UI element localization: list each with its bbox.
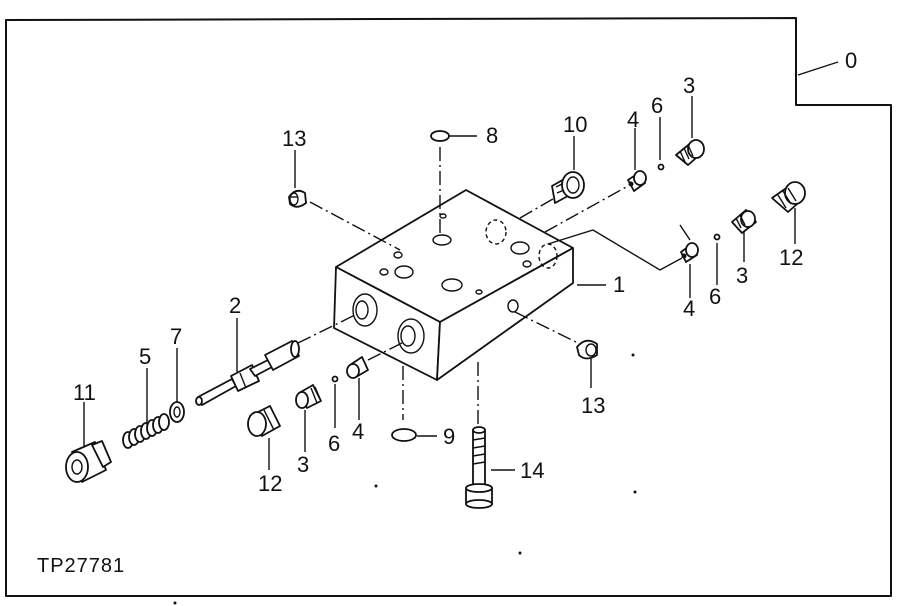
callout-14: 14 xyxy=(520,458,544,483)
ball-6-mid-right xyxy=(713,233,721,241)
valve-body xyxy=(333,189,574,381)
plug-12-lower xyxy=(247,405,281,437)
callout-4-mid: 4 xyxy=(683,296,695,321)
plug-3-top xyxy=(675,139,705,166)
callout-8: 8 xyxy=(486,123,498,148)
callout-2: 2 xyxy=(229,293,241,318)
plug-13-top xyxy=(288,189,307,208)
callout-12-right: 12 xyxy=(779,245,803,270)
o-ring-bottom xyxy=(391,428,417,442)
plug-12-right xyxy=(771,181,806,213)
callout-6-top: 6 xyxy=(651,93,663,118)
figure-reference: TP27781 xyxy=(37,555,125,577)
callout-4-top: 4 xyxy=(627,107,639,132)
bolt-14 xyxy=(465,426,493,509)
callout-9: 9 xyxy=(443,424,455,449)
callout-3-top: 3 xyxy=(683,73,695,98)
end-cap-11 xyxy=(65,440,112,483)
callout-12-lower: 12 xyxy=(258,471,282,496)
sleeve-4-top xyxy=(627,170,647,192)
callout-10: 10 xyxy=(563,112,587,137)
callout-4-lower: 4 xyxy=(352,419,364,444)
diagram-frame xyxy=(5,17,892,597)
sleeve-4-mid-right xyxy=(680,242,699,263)
callout-1: 1 xyxy=(613,272,625,297)
callout-6-lower: 6 xyxy=(328,431,340,456)
callout-7: 7 xyxy=(170,324,182,349)
plug-3-lower xyxy=(295,384,322,409)
spring-5 xyxy=(122,413,170,449)
callout-5: 5 xyxy=(139,344,151,369)
callout-3-mid: 3 xyxy=(736,263,748,288)
callout-6-mid: 6 xyxy=(709,284,721,309)
washer-7 xyxy=(169,401,185,423)
callout-13-top: 13 xyxy=(282,126,306,151)
ball-6-lower xyxy=(331,375,339,383)
spool-2 xyxy=(195,340,300,406)
callout-13-bottom: 13 xyxy=(581,393,605,418)
callout-11: 11 xyxy=(73,380,96,405)
plug-13-bottom xyxy=(576,339,598,360)
fitting-10 xyxy=(551,171,585,204)
ball-6-top xyxy=(657,163,665,171)
callout-3-lower: 3 xyxy=(297,452,309,477)
o-ring-top xyxy=(430,130,450,142)
plug-3-mid-right xyxy=(731,209,757,234)
sleeve-4-lower xyxy=(346,356,369,379)
callout-0: 0 xyxy=(845,48,857,73)
